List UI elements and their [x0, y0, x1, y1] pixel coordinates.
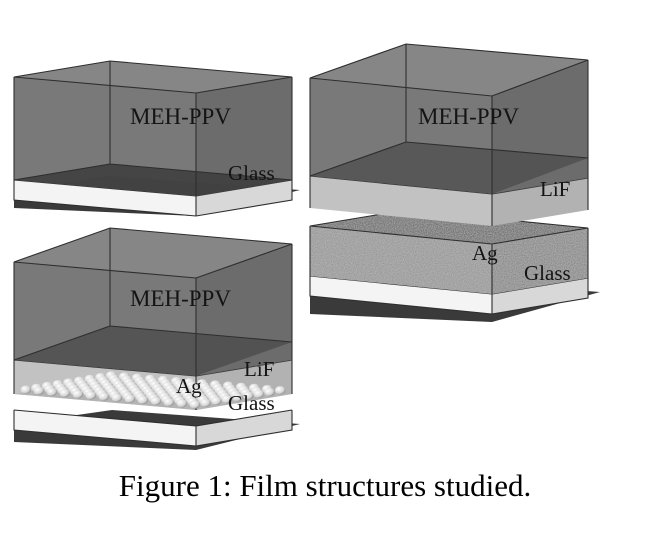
panel-b-polymer-label: MEH-PPV — [418, 104, 519, 129]
panel-a-polymer-layer — [13, 60, 293, 196]
ag-nanoparticle — [189, 400, 200, 409]
ag-nanoparticle — [124, 394, 135, 403]
ag-nanoparticle — [275, 386, 286, 395]
ag-nanoparticle — [98, 392, 110, 401]
ag-nanoparticle — [176, 399, 187, 408]
panel-b-polymer-layer — [309, 43, 589, 194]
panel-b-glass-label: Glass — [524, 261, 571, 285]
panel-a-polymer-label: MEH-PPV — [130, 104, 231, 129]
panel-c-lif-label: LiF — [244, 357, 274, 381]
panel-b-with-ag-film: MEH-PPV LiF Ag Glass — [309, 43, 600, 322]
ag-nanoparticle — [243, 391, 254, 400]
panel-c-glass-label: Glass — [228, 391, 275, 415]
figure-caption: Figure 1: Film structures studied. — [118, 468, 532, 503]
ag-nanoparticle — [46, 387, 57, 397]
ag-nanoparticle — [264, 387, 275, 397]
panel-c-with-ag-nanoparticles: MEH-PPV LiF Ag Glass — [13, 227, 300, 450]
panel-a-glass-label: Glass — [228, 161, 275, 185]
panel-b-lif-label: LiF — [540, 177, 570, 201]
ag-nanoparticle — [59, 388, 70, 398]
ag-nanoparticle — [232, 393, 243, 402]
ag-nanoparticle — [33, 386, 44, 395]
ag-nanoparticle — [200, 398, 211, 407]
panel-a-meh-ppv-on-glass: MEH-PPV Glass — [13, 60, 300, 217]
ag-nanoparticle — [163, 398, 174, 407]
panel-c-ag-nanoparticle-layer — [20, 371, 286, 409]
panel-c-ag-label: Ag — [176, 374, 202, 398]
ag-nanoparticle — [253, 389, 264, 399]
ag-nanoparticle — [137, 395, 148, 405]
ag-nanoparticle — [111, 393, 123, 402]
ag-nanoparticle — [150, 396, 161, 406]
panel-b-ag-label: Ag — [472, 241, 498, 265]
ag-nanoparticle — [85, 391, 97, 400]
panel-c-polymer-layer — [13, 227, 293, 376]
ag-nanoparticle — [221, 395, 232, 404]
ag-nanoparticle — [20, 385, 31, 394]
ag-nanoparticle — [211, 396, 222, 406]
panel-c-glass-layer — [13, 409, 293, 447]
panel-c-polymer-label: MEH-PPV — [130, 286, 231, 311]
ag-nanoparticle — [72, 390, 84, 399]
panel-b-ag-film-layer — [309, 209, 589, 294]
